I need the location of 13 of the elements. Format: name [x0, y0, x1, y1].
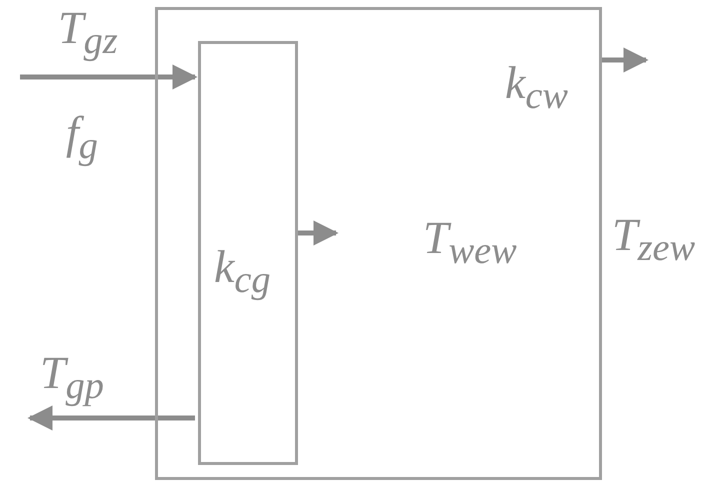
- symbol-label: T$_{wew}$: [423, 215, 517, 271]
- arrow: [28, 406, 195, 430]
- outer-box: [155, 7, 602, 480]
- symbol-label: T$_{zew}$: [612, 212, 696, 268]
- symbol-label: k$_{cg}$: [214, 244, 271, 300]
- inner-box: [198, 41, 298, 465]
- edge-label: T$_{gp}$: [40, 350, 104, 406]
- symbol-label: f$_{g}$: [66, 110, 98, 166]
- arrow: [20, 64, 198, 90]
- arrow: [295, 220, 338, 246]
- edge-label: T$_{gz}$: [58, 5, 118, 61]
- arrow: [602, 48, 648, 72]
- edge-label: k$_{cw}$: [505, 60, 568, 116]
